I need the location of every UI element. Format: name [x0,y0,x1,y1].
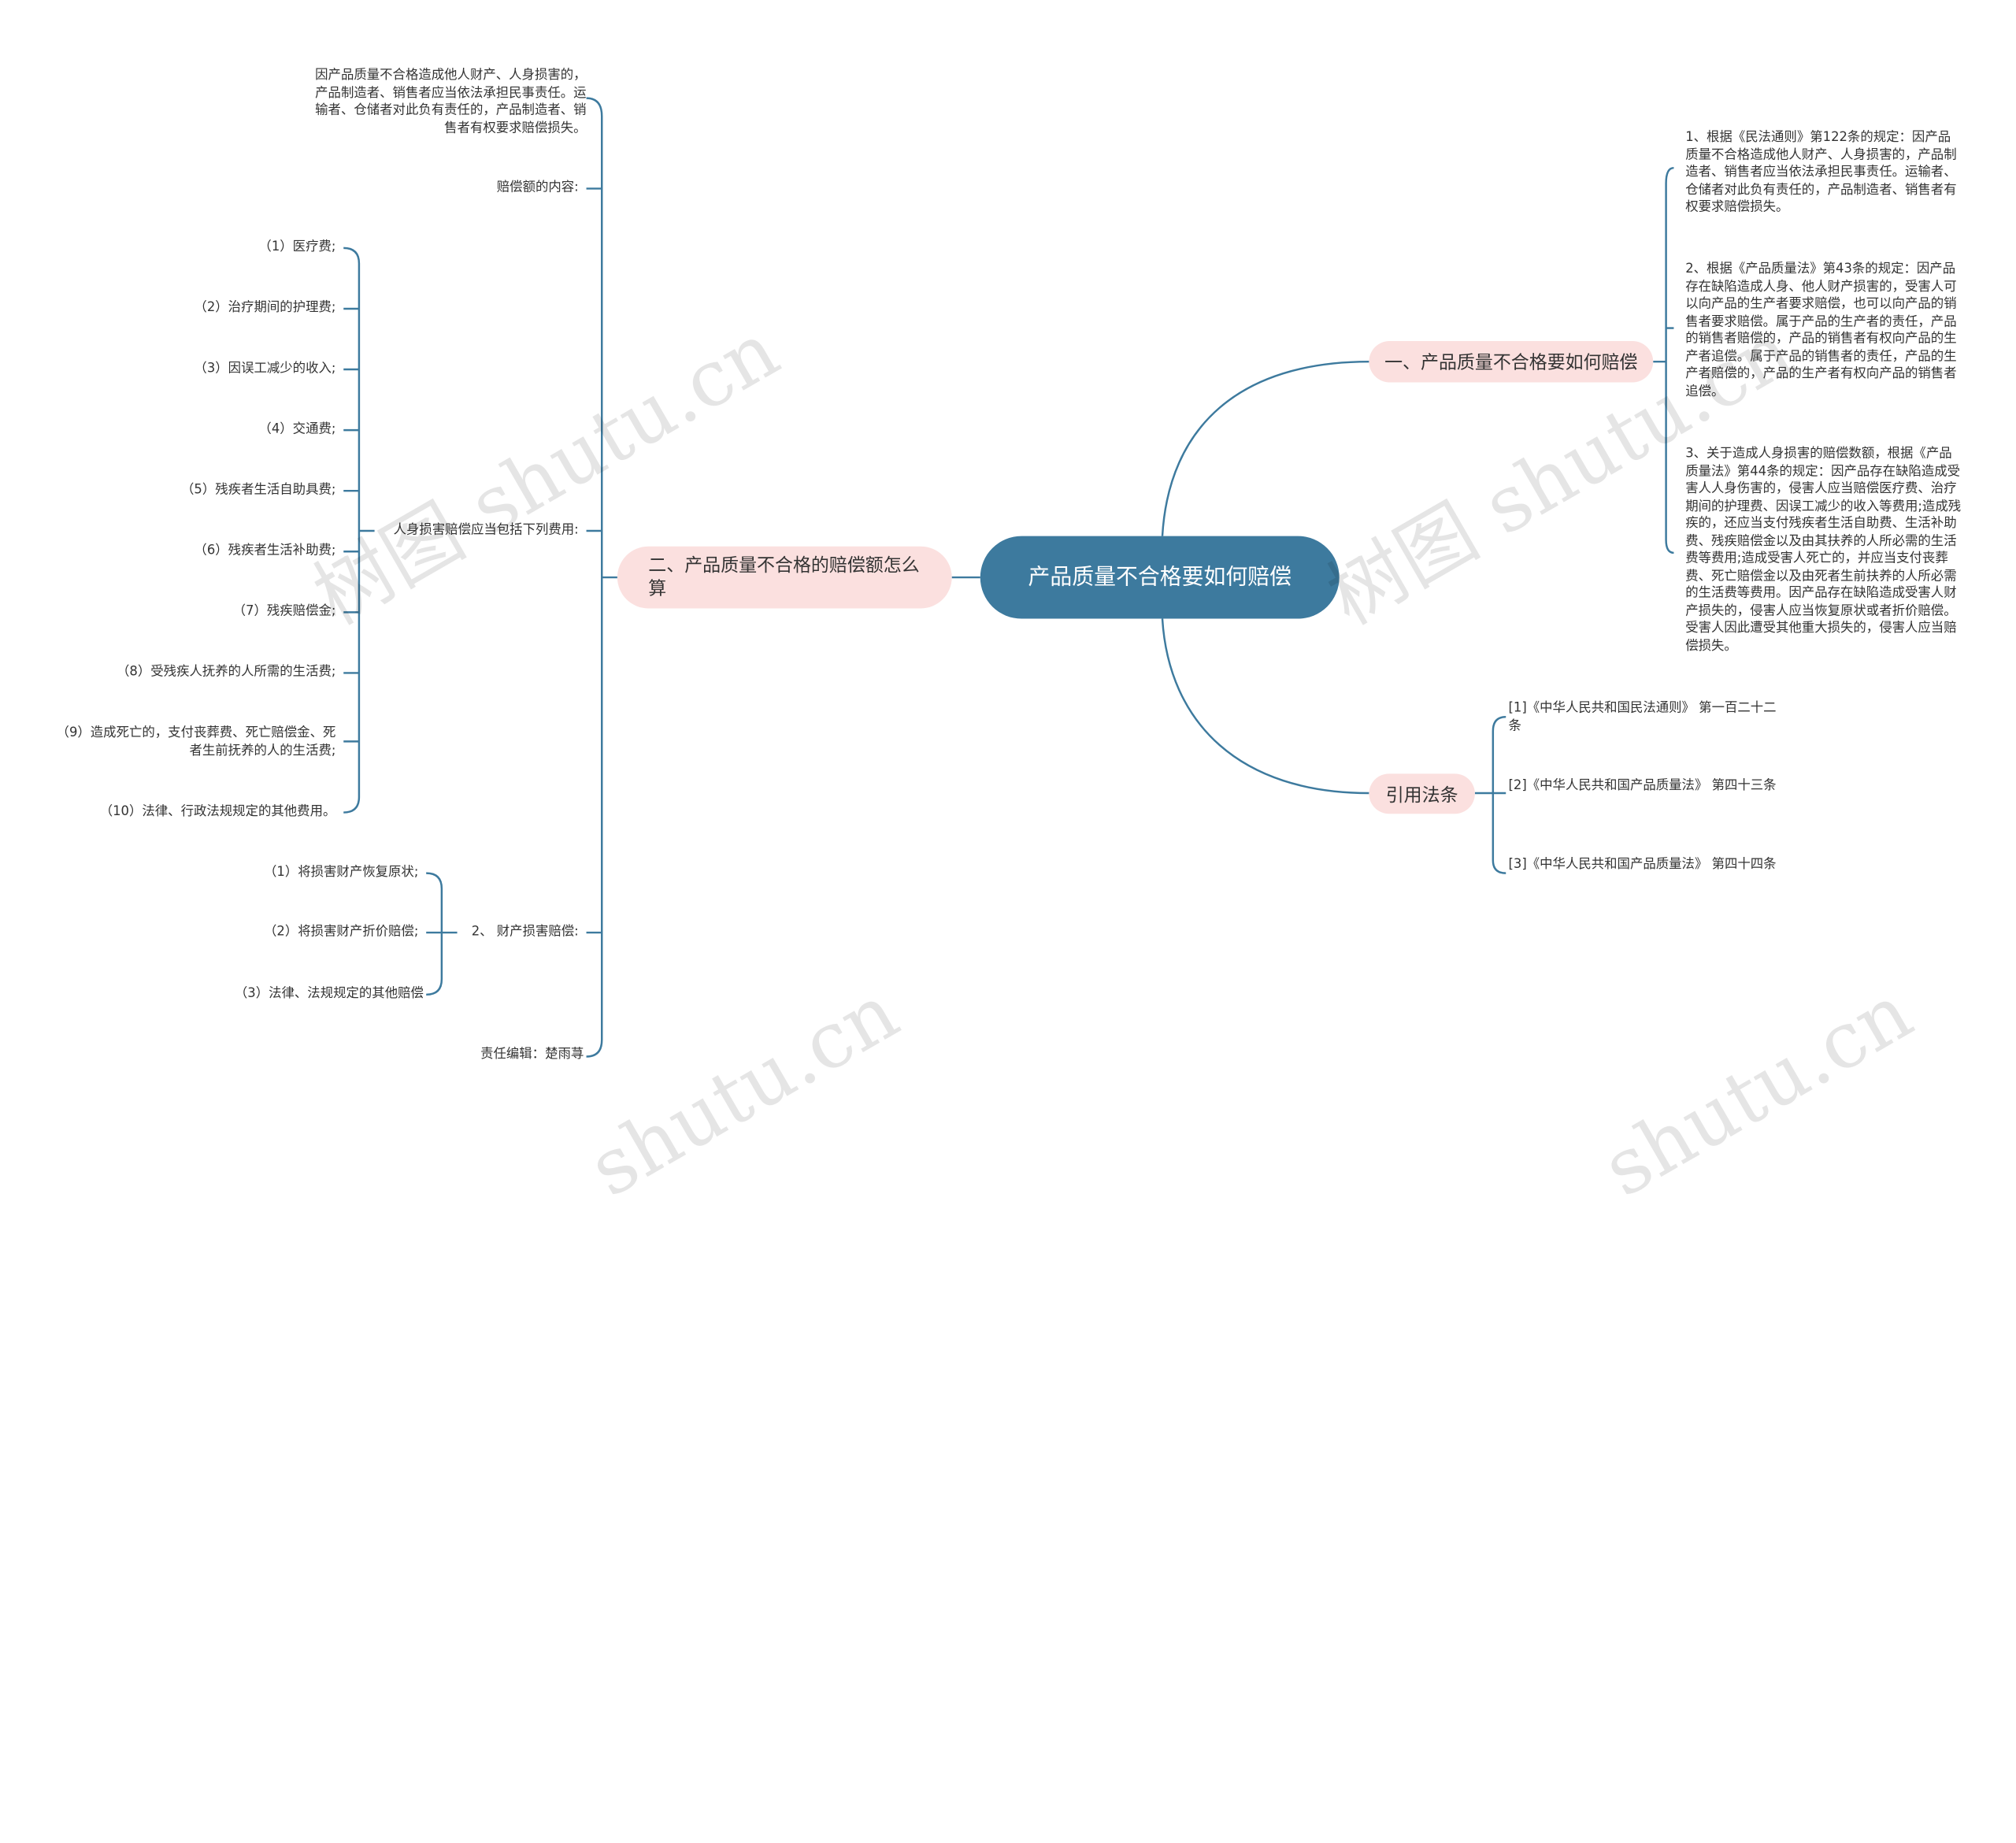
list-item: （8）受残疾人抚养的人所需的生活费; [117,665,336,680]
branch-compensation-amount[interactable]: 二、产品质量不合格的赔偿额怎么算 [617,546,952,609]
list-item: （1）医疗费; [258,240,336,255]
list-item: （7）残疾赔偿金; [232,604,336,619]
leaf-civil-law-122: 1、根据《民法通则》第122条的规定：因产品质量不合格造成他人财产、人身损害的，… [1685,130,1957,215]
list-item: （6）残疾者生活补助费; [194,543,336,558]
leaf-compensation-content: 赔偿额的内容: [496,180,579,195]
branch-label: 二、产品质量不合格的赔偿额怎么算 [648,555,920,599]
list-item: （9）造成死亡的，支付丧葬费、死亡赔偿金、死者生前抚养的人的生活费; [56,725,336,758]
leaf-editor: 责任编辑：楚雨荨 [480,1048,584,1062]
list-item: （4）交通费; [258,422,336,437]
list-item: （2）治疗期间的护理费; [194,301,336,316]
leaf-quality-law-43: 2、根据《产品质量法》第43条的规定：因产品存在缺陷造成人身、他人财产损害的，受… [1685,261,1957,399]
branch-cited-laws[interactable]: 引用法条 [1369,773,1475,814]
list-item: （3）法律、法规规定的其他赔偿 [234,986,424,1001]
list-item: （2）将损害财产折价赔偿; [263,925,419,940]
leaf-intro-text: 因产品质量不合格造成他人财产、人身损害的，产品制造者、销售者应当依法承担民事责任… [315,68,587,135]
leaf-personal-injury: 人身损害赔偿应当包括下列费用: [393,523,579,538]
list-item: （10）法律、行政法规规定的其他费用。 [99,804,336,819]
connector-lines [343,97,1674,1058]
list-item: （5）残疾者生活自助具费; [181,483,336,498]
branch-label: 一、产品质量不合格要如何赔偿 [1384,352,1638,373]
list-item: （1）将损害财产恢复原状; [263,865,419,880]
leaf-quality-law-44: 3、关于造成人身损害的赔偿数额，根据《产品质量法》第44条的规定：因产品存在缺陷… [1685,447,1962,654]
leaf-property-damage: 2、 财产损害赔偿: [471,925,579,940]
leaf-citation-3: [3]《中华人民共和国产品质量法》 第四十四条 [1508,857,1777,872]
leaf-citation-1: [1]《中华人民共和国民法通则》 第一百二十二条 [1508,701,1777,733]
branch-how-to-compensate[interactable]: 一、产品质量不合格要如何赔偿 [1369,340,1654,383]
root-title: 产品质量不合格要如何赔偿 [1028,564,1292,591]
leaf-citation-2: [2]《中华人民共和国产品质量法》 第四十三条 [1508,778,1777,793]
branch-label: 引用法条 [1385,784,1458,806]
list-item: （3）因误工减少的收入; [194,362,336,376]
root-node[interactable]: 产品质量不合格要如何赔偿 [980,536,1340,619]
